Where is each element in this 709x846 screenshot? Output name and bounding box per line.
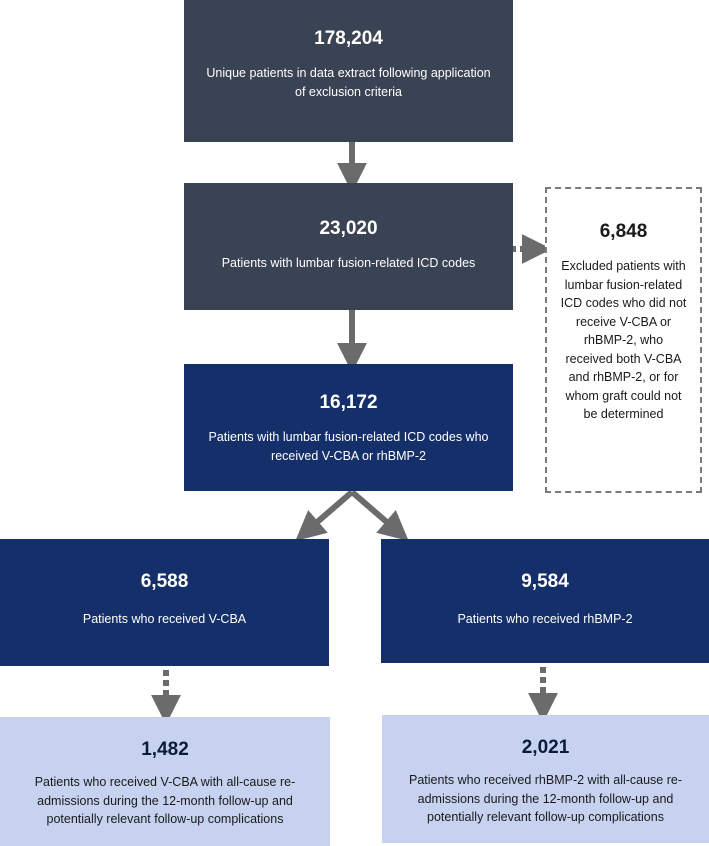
lumbar-fusion-box: 23,020 Patients with lumbar fusion-relat… — [184, 183, 513, 310]
arrow-received-to-rhbmp — [350, 489, 409, 541]
arrow-received-to-vcba — [295, 489, 354, 541]
vcba-patients-count: 6,588 — [140, 571, 189, 592]
excluded-patients-box: 6,848 Excluded patients with lumbar fusi… — [545, 187, 702, 493]
received-graft-description: Patients with lumbar fusion-related ICD … — [208, 430, 489, 463]
rhbmp-readmission-count: 2,021 — [521, 737, 570, 758]
vcba-readmission-box: 1,482 Patients who received V-CBA with a… — [0, 717, 330, 846]
vcba-readmission-count: 1,482 — [141, 739, 189, 760]
received-graft-count: 16,172 — [319, 392, 378, 413]
excluded-patients-description: Excluded patients with lumbar fusion-rel… — [560, 259, 687, 421]
vcba-patients-box: 6,588 Patients who received V-CBA — [0, 539, 329, 666]
rhbmp-patients-count: 9,584 — [521, 571, 569, 592]
total-patients-description: Unique patients in data extract followin… — [206, 66, 491, 99]
lumbar-fusion-count: 23,020 — [319, 218, 378, 239]
total-patients-box: 178,204 Unique patients in data extract … — [184, 0, 513, 142]
total-patients-count: 178,204 — [314, 28, 383, 49]
excluded-patients-count: 6,848 — [599, 221, 648, 242]
received-graft-box: 16,172 Patients with lumbar fusion-relat… — [184, 364, 513, 491]
rhbmp-patients-box: 9,584 Patients who received rhBMP-2 — [381, 539, 709, 663]
rhbmp-readmission-box: 2,021 Patients who received rhBMP-2 with… — [382, 715, 709, 843]
vcba-patients-description: Patients who received V-CBA — [82, 612, 247, 626]
rhbmp-readmission-description: Patients who received rhBMP-2 with all-c… — [408, 773, 683, 824]
lumbar-fusion-description: Patients with lumbar fusion-related ICD … — [221, 256, 476, 270]
vcba-readmission-description: Patients who received V-CBA with all-cau… — [34, 775, 296, 826]
rhbmp-patients-description: Patients who received rhBMP-2 — [457, 612, 633, 626]
